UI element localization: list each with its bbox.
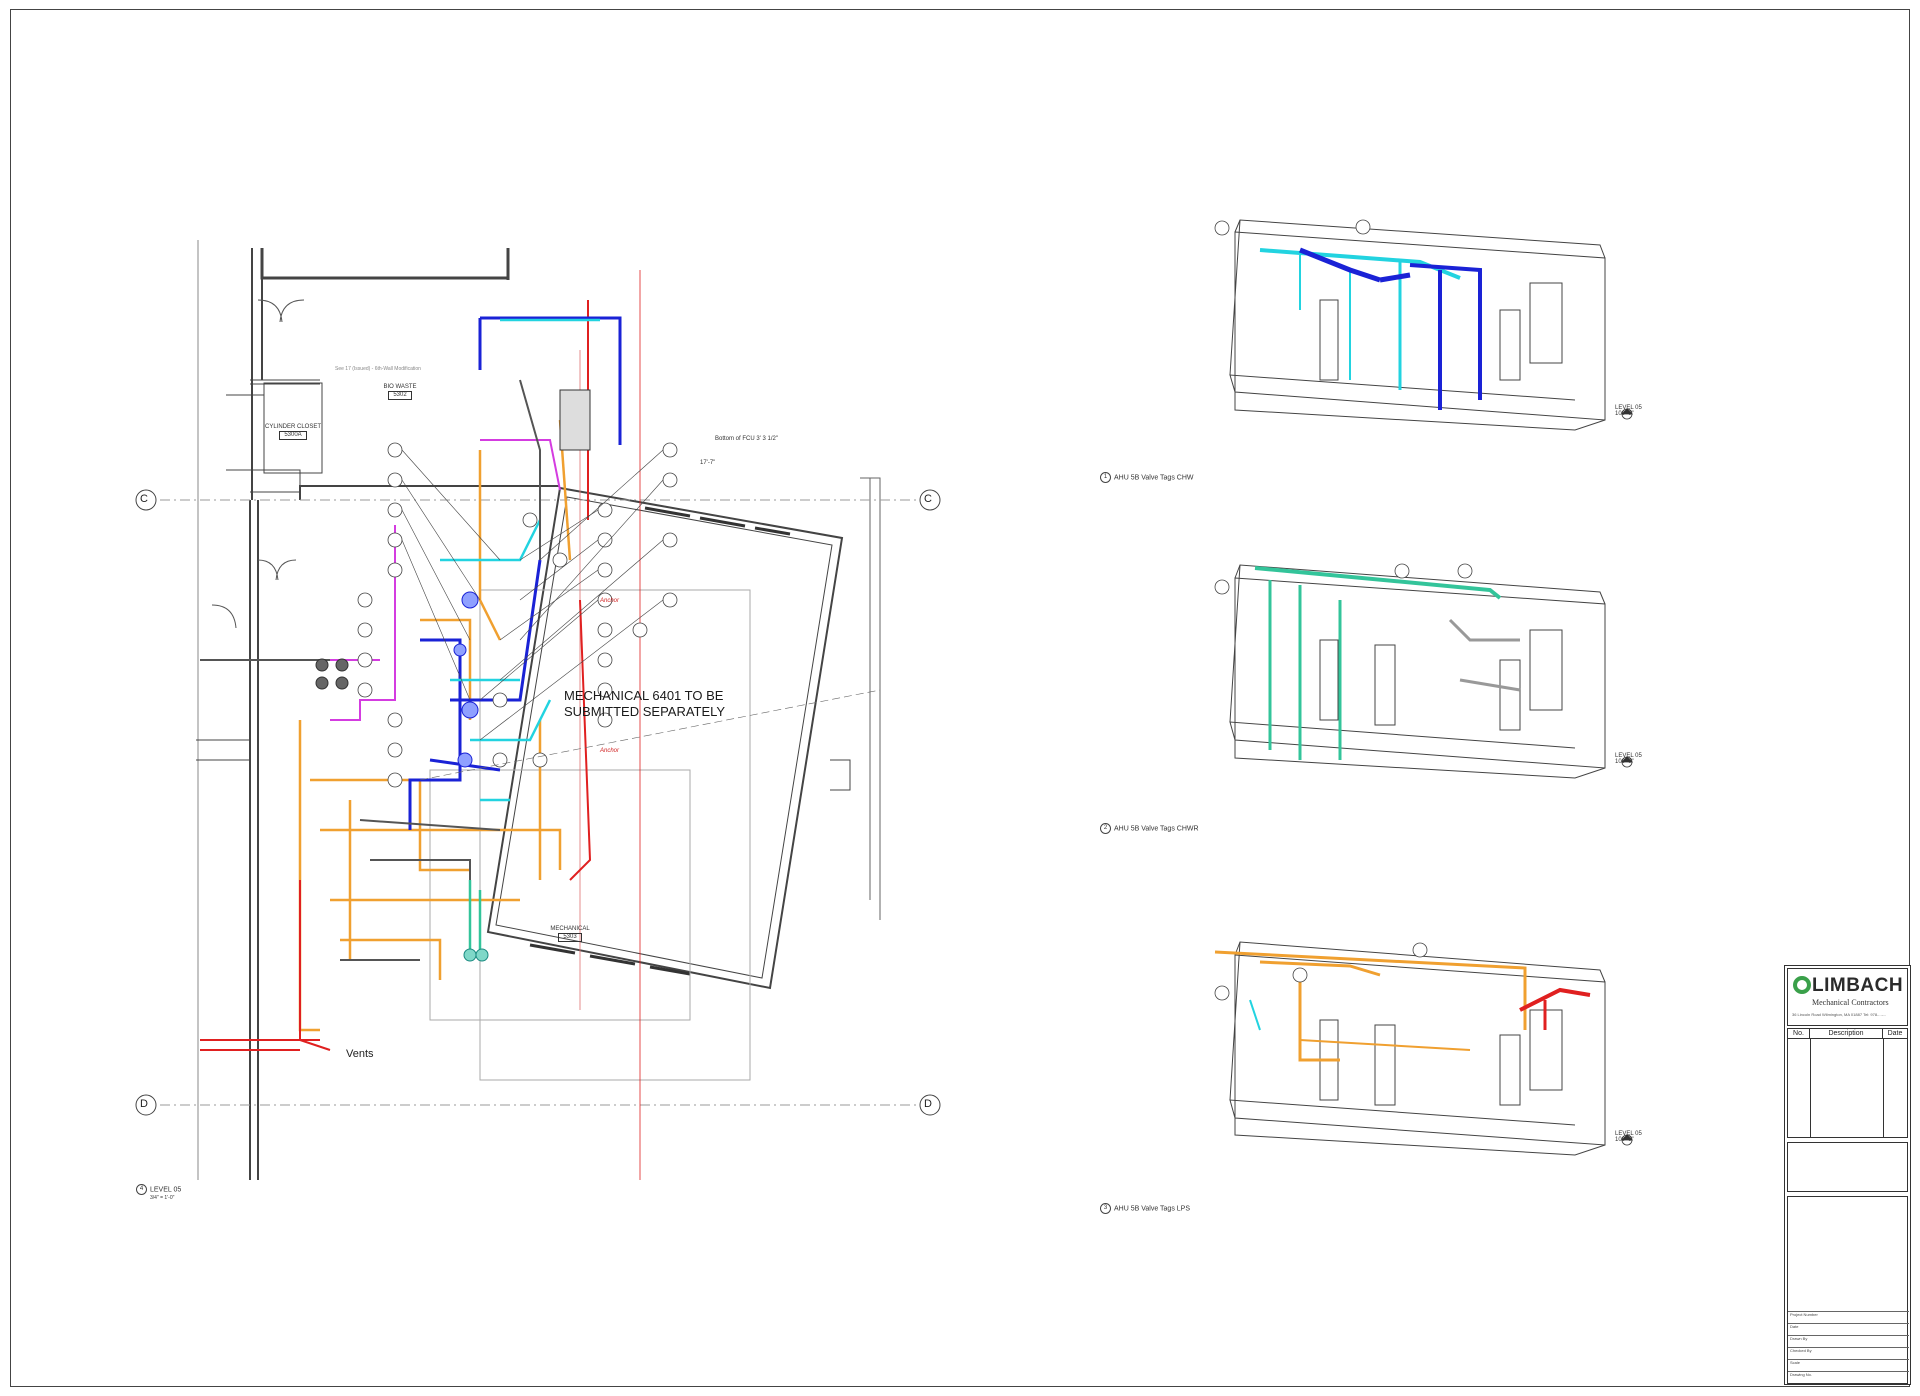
grid-bubble-c-right <box>919 489 941 511</box>
iso-view-3 <box>1229 941 1606 1156</box>
iso-north-arrows <box>1621 408 1633 1146</box>
pipe-gray <box>200 379 541 961</box>
rev-header-description: Description <box>1810 1029 1883 1039</box>
dimension-top: 17'-7" <box>700 460 716 466</box>
grid-bubbles <box>135 489 941 1116</box>
view-number: 4 <box>136 1184 147 1195</box>
valve-tags-plan <box>357 442 678 788</box>
view-number: 1 <box>1100 472 1111 483</box>
room-cylinder-closet: CYLINDER CLOSET 5300A <box>264 424 322 440</box>
grid-label-d-left: D <box>140 1098 148 1110</box>
vents-label: Vents <box>346 1048 374 1060</box>
plan-note: MECHANICAL 6401 TO BE SUBMITTED SEPARATE… <box>564 688 725 720</box>
field-drawn-by: Drawn By <box>1788 1335 1909 1347</box>
room-name: MECHANICAL <box>550 926 590 932</box>
revision-table: No. Description Date <box>1787 1028 1908 1138</box>
logo-q-icon <box>1793 976 1811 994</box>
plan-components <box>453 591 479 768</box>
company-address: 36 Lincoln Road Wilmington, MA 01887 Tel… <box>1792 1012 1887 1017</box>
plan-note-line-2: SUBMITTED SEPARATELY <box>564 704 726 719</box>
iso-view-2-pipes <box>1254 566 1521 760</box>
company-name: LIMBACH <box>1812 975 1904 996</box>
field-checked-by: Checked By <box>1788 1347 1909 1359</box>
room-number: 5303 <box>558 933 582 942</box>
grid-label-d-right: D <box>924 1098 932 1110</box>
room-number: 5300A <box>279 431 307 440</box>
title-block-project: Project Number Date Drawn By Checked By … <box>1787 1196 1909 1384</box>
iso-view-1 <box>1229 219 1606 431</box>
view-name: AHU 5B Valve Tags CHW <box>1114 474 1194 482</box>
dashed-note: See 17 (Issued) - 6th-Wall Modification <box>335 366 421 372</box>
level-elev: 100'-0" <box>1615 411 1634 417</box>
iso-view-3-pipes <box>1214 950 1591 1062</box>
company-subtitle: Mechanical Contractors <box>1812 998 1889 1007</box>
grid-bubble-d-left <box>135 1094 157 1116</box>
drawing-sheet-frame <box>10 9 1910 1387</box>
company-logo: LIMBACH Mechanical Contractors 36 Lincol… <box>1787 968 1908 1026</box>
view-name: AHU 5B Valve Tags CHWR <box>1114 825 1199 833</box>
view-number: 2 <box>1100 823 1111 834</box>
floor-plan <box>160 240 920 1180</box>
rev-header-no: No. <box>1788 1029 1810 1039</box>
pipe-teal <box>468 880 482 950</box>
grid-label-c-left: C <box>140 493 148 505</box>
plan-components-dark <box>315 389 591 690</box>
view-name: LEVEL 05 <box>150 1186 182 1194</box>
title-block-notes <box>1787 1142 1908 1192</box>
field-project-number: Project Number <box>1788 1311 1909 1323</box>
grid-bubble-d-right <box>919 1094 941 1116</box>
level-name: LEVEL 05 <box>1615 405 1642 411</box>
bottom-fcu-note: Bottom of FCU 3' 3 1/2" <box>715 436 778 442</box>
pipe-magenta <box>330 439 561 721</box>
field-date: Date <box>1788 1323 1909 1335</box>
plan-note-line-1: MECHANICAL 6401 TO BE <box>564 688 724 703</box>
iso-valve-tags <box>1214 219 1473 1001</box>
anchor-label-1: Anchor <box>600 598 620 604</box>
title-block: LIMBACH Mechanical Contractors 36 Lincol… <box>1784 965 1911 1385</box>
view-scale: 3/4" = 1'-0" <box>150 1195 175 1201</box>
room-number: 5302 <box>388 391 412 400</box>
view-name: AHU 5B Valve Tags LPS <box>1114 1205 1191 1213</box>
level-name: LEVEL 05 <box>1615 753 1642 759</box>
room-bio-waste: BIO WASTE 5302 <box>372 384 428 400</box>
plan-components-teal <box>463 948 489 962</box>
leader-lines <box>401 449 664 741</box>
grid-bubble-c-left <box>135 489 157 511</box>
room-name: CYLINDER CLOSET <box>264 424 321 430</box>
room-mechanical: MECHANICAL 5303 <box>540 926 600 942</box>
field-drawing-no: Drawing No. <box>1788 1371 1909 1383</box>
rev-header-date: Date <box>1883 1029 1907 1039</box>
field-scale: Scale <box>1788 1359 1909 1371</box>
iso-view-1-pipes <box>1259 247 1482 410</box>
anchor-label-2: Anchor <box>600 748 620 754</box>
grid-label-c-right: C <box>924 493 932 505</box>
room-name: BIO WASTE <box>383 384 417 390</box>
iso-view-2 <box>1229 564 1606 779</box>
level-elev: 100'-0" <box>1615 759 1634 765</box>
view-number: 3 <box>1100 1203 1111 1214</box>
level-elev: 100'-0" <box>1615 1137 1634 1143</box>
level-name: LEVEL 05 <box>1615 1131 1642 1137</box>
